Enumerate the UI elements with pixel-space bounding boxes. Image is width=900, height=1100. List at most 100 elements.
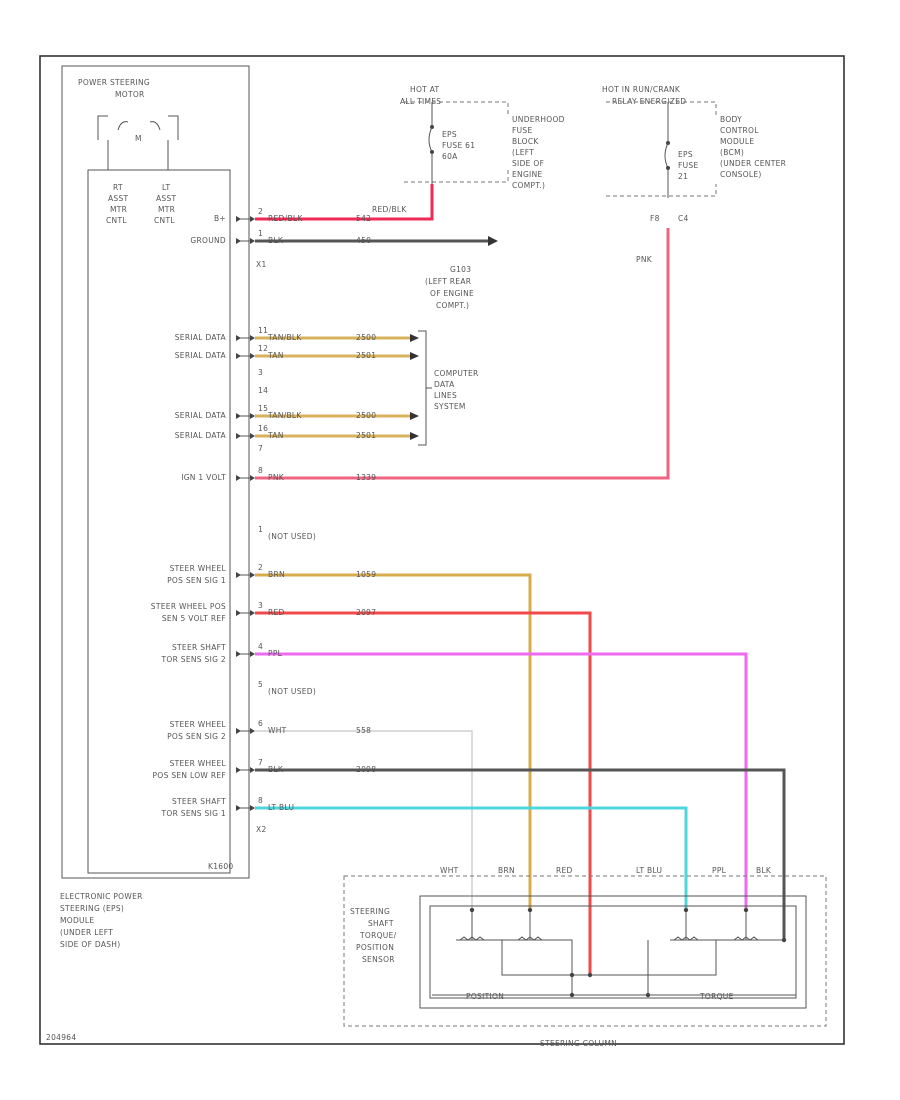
pin-number: 3 (258, 368, 263, 377)
pin-number: 8 (258, 796, 263, 805)
module-part-number: K1600 (208, 862, 234, 871)
ground-arrow-icon (488, 236, 498, 246)
pin-label: SERIAL DATA (175, 431, 227, 440)
pin-arrow-icon (236, 651, 241, 657)
pin-label: TOR SENS SIG 2 (161, 655, 226, 664)
wire-color: BRN (268, 570, 285, 579)
eps-fuse-61-line: EPS (442, 130, 457, 139)
lt-line: LT (162, 183, 170, 192)
pin-arrow-icon (236, 805, 241, 811)
circuit-number: 2501 (356, 431, 376, 440)
circuit-number: 2501 (356, 351, 376, 360)
ground-id: G103 (450, 265, 471, 274)
bcm-line: CONSOLE) (720, 170, 762, 179)
pin-arrow-icon (250, 572, 255, 578)
bcm-wire-color: PNK (636, 255, 653, 264)
circuit-number: 558 (356, 726, 371, 735)
pin-label: B+ (214, 214, 226, 223)
pin-arrow-icon (250, 805, 255, 811)
pin-number: 14 (258, 386, 268, 395)
pin-arrow-icon (250, 651, 255, 657)
sensor-wire-label: BRN (498, 866, 515, 875)
pin-label: STEER WHEEL POS (151, 602, 226, 611)
pin-number: 8 (258, 466, 263, 475)
underhood-block-line: ENGINE (512, 170, 543, 179)
rt-line: RT (113, 183, 123, 192)
circuit-number: 450 (356, 236, 371, 245)
circuit-number: 1339 (356, 473, 376, 482)
sensor-wire-label: WHT (440, 866, 459, 875)
pin-number: 6 (258, 719, 263, 728)
bcm-line: (BCM) (720, 148, 744, 157)
steering-column-label: STEERING COLUMN (540, 1039, 617, 1048)
pin-label: STEER WHEEL (170, 720, 227, 729)
pin-arrow-icon (250, 335, 255, 341)
pin-arrow-icon (236, 728, 241, 734)
pin-number: 5 (258, 680, 263, 689)
sensor-line: TORQUE/ (359, 931, 397, 940)
sensor-wire-wht (255, 730, 473, 908)
pin-arrow-icon (250, 610, 255, 616)
wire-color: TAN (267, 351, 284, 360)
cdls-line: LINES (434, 391, 457, 400)
bcm-line: BODY (720, 115, 742, 124)
wire-color: BLK (268, 765, 284, 774)
power-steering-motor: POWER STEERING MOTOR M (78, 78, 179, 170)
ground-g103: G103 (LEFT REAR OF ENGINE COMPT.) (425, 265, 474, 310)
module-name-line: ELECTRONIC POWER (60, 892, 143, 901)
motor-symbol: M (135, 134, 142, 143)
sensor-line: SENSOR (362, 955, 395, 964)
bcm-line: CONTROL (720, 126, 759, 135)
sensor-line: POSITION (356, 943, 394, 952)
wire-color: TAN (267, 431, 284, 440)
pin-arrow-icon (236, 767, 241, 773)
lt-line: MTR (158, 205, 175, 214)
pin-arrow-icon (236, 610, 241, 616)
sensor-inner (429, 905, 797, 999)
pin-arrow-icon (236, 216, 241, 222)
module-name-line: (UNDER LEFT (60, 928, 113, 937)
hot-at-all-times-1: HOT AT (410, 85, 440, 94)
pin-label: POS SEN SIG 1 (167, 576, 226, 585)
circuit-number: 2500 (356, 411, 376, 420)
motor-title-2: MOTOR (115, 90, 145, 99)
position-label: POSITION (466, 992, 504, 1001)
rt-line: ASST (108, 194, 129, 203)
pin-number: 2 (258, 207, 263, 216)
pin-number: 4 (258, 642, 263, 651)
underhood-fuse-block: HOT AT ALL TIMES EPS FUSE 61 60A UNDERHO… (400, 85, 564, 190)
eps-module-outline (61, 65, 250, 879)
sensor-wire-labels: WHT BRN RED LT BLU PPL BLK (440, 866, 772, 875)
underhood-block-line: FUSE (512, 126, 533, 135)
ground-line: OF ENGINE (430, 289, 474, 298)
pin-arrow-icon (250, 353, 255, 359)
ign-pnk-wire (255, 228, 670, 480)
motor-title-1: POWER STEERING (78, 78, 150, 87)
sensor-outline (419, 895, 807, 1009)
computer-data-lines-label: COMPUTER DATA LINES SYSTEM (434, 369, 479, 411)
cdls-line: DATA (434, 380, 455, 389)
cdls-bracket (418, 330, 432, 446)
bcm-fuse-block: HOT IN RUN/CRANK RELAY ENERGIZED EPS FUS… (602, 85, 786, 264)
pin-number: 7 (258, 444, 263, 453)
pin-arrow-icon (236, 475, 241, 481)
torque-label: TORQUE (699, 992, 734, 1001)
pin-arrow-icon (250, 475, 255, 481)
circuit-number: 1059 (356, 570, 376, 579)
eps-fuse-61-line: 60A (442, 152, 458, 161)
pin-label: SERIAL DATA (175, 411, 227, 420)
sensor-line: STEERING (350, 907, 390, 916)
cdls-line: COMPUTER (434, 369, 479, 378)
pin-arrow-icon (236, 413, 241, 419)
sensor-wire-label: PPL (712, 866, 727, 875)
pin-number: 1 (258, 229, 263, 238)
sensor-wire-label: BLK (756, 866, 772, 875)
sensor-line: SHAFT (368, 919, 394, 928)
wire-color: PNK (268, 473, 285, 482)
data-wire-arrow-icon (410, 432, 419, 440)
outer-frame (39, 55, 845, 1045)
bcm-line: MODULE (720, 137, 754, 146)
eps-fuse-21-line: 21 (678, 172, 688, 181)
